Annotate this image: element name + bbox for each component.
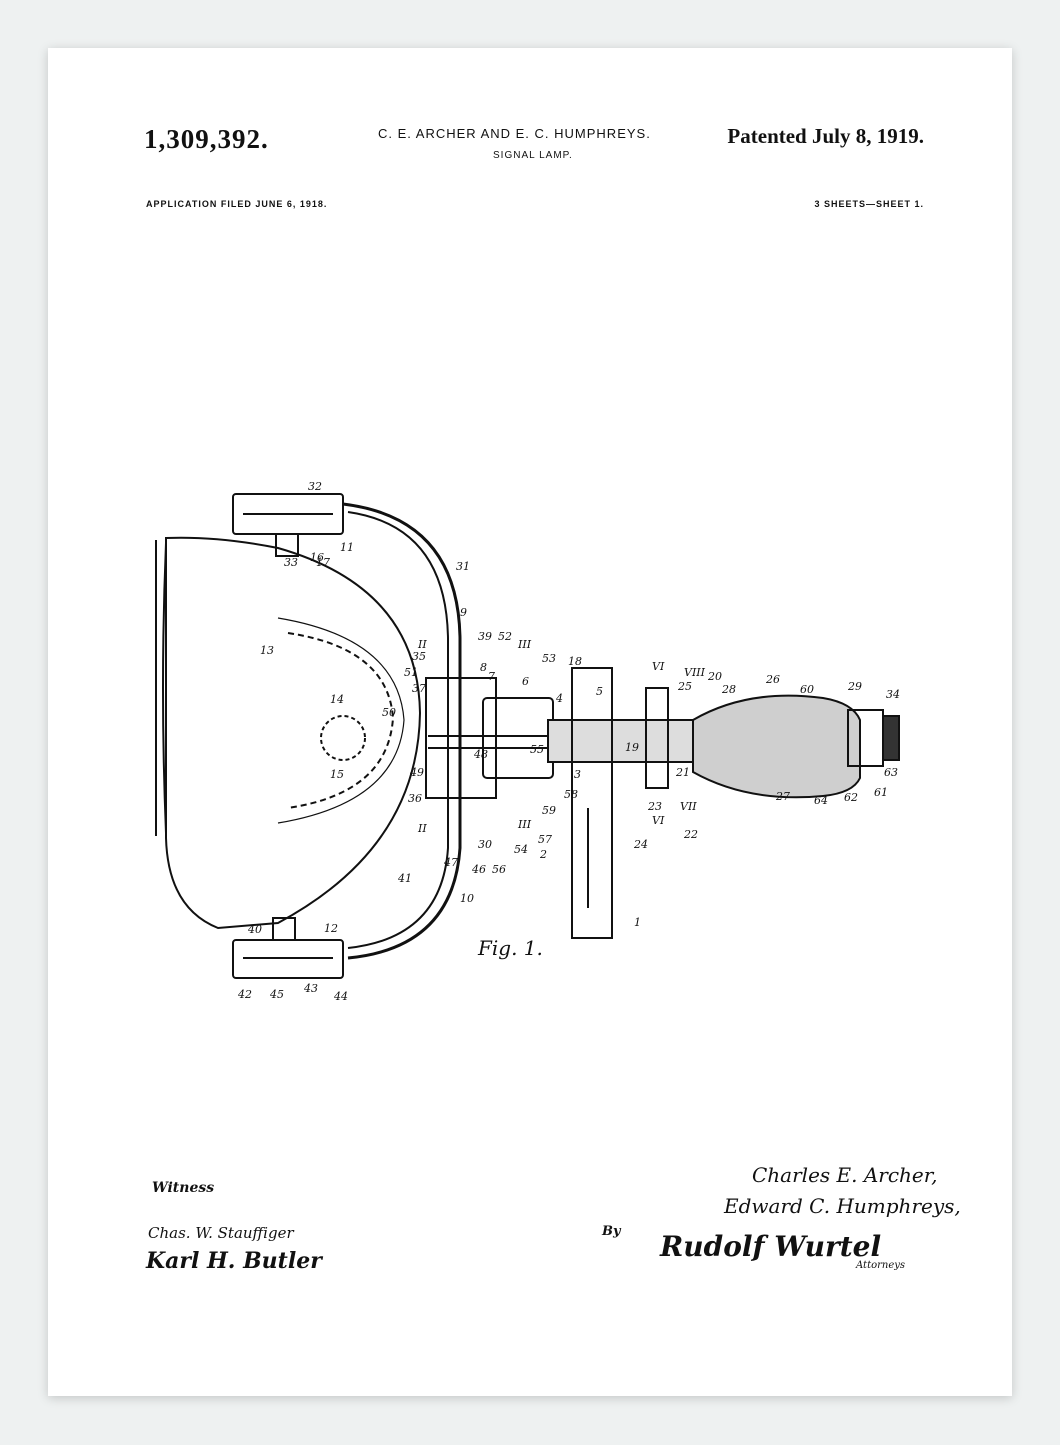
hub	[425, 677, 497, 799]
svg-text:63: 63	[884, 766, 898, 779]
attorneys-label: Attorneys	[856, 1260, 906, 1271]
lamp-housing	[165, 536, 422, 930]
patent-title: SIGNAL LAMP.	[493, 150, 573, 161]
svg-text:6: 6	[522, 675, 529, 688]
application-filed: APPLICATION FILED JUNE 6, 1918.	[146, 199, 328, 209]
svg-text:3: 3	[574, 768, 581, 781]
svg-text:III: III	[517, 638, 532, 651]
svg-text:58: 58	[564, 788, 578, 801]
lamp-rim	[155, 540, 167, 836]
svg-text:51: 51	[404, 666, 418, 679]
svg-text:52: 52	[498, 630, 512, 643]
figure-caption: Fig. 1.	[478, 936, 543, 960]
svg-text:II: II	[417, 822, 427, 835]
svg-text:VI: VI	[652, 660, 665, 673]
svg-text:25: 25	[677, 680, 692, 693]
svg-text:40: 40	[247, 923, 262, 936]
inventors-heading: C. E. ARCHER AND E. C. HUMPHREYS.	[378, 126, 651, 141]
svg-text:15: 15	[330, 768, 344, 781]
svg-text:49: 49	[409, 766, 424, 779]
svg-text:27: 27	[775, 790, 790, 803]
inventor-signature-1: Charles E. Archer,	[752, 1163, 938, 1187]
svg-text:20: 20	[707, 670, 722, 683]
svg-text:30: 30	[478, 838, 492, 851]
signal-lamp-drawing: 32 13 14 15 33 17 11 16 31 9 II 39 52 II…	[155, 480, 900, 1003]
svg-text:21: 21	[675, 766, 690, 779]
svg-text:II: II	[417, 638, 427, 651]
witness-label: Witness	[152, 1180, 215, 1196]
svg-text:VI: VI	[652, 814, 665, 827]
patented-date: Patented July 8, 1919.	[727, 124, 924, 148]
svg-text:7: 7	[488, 670, 495, 683]
svg-text:29: 29	[847, 680, 862, 693]
svg-text:59: 59	[542, 804, 556, 817]
svg-text:22: 22	[683, 828, 698, 841]
patent-sheet: 1,309,392. C. E. ARCHER AND E. C. HUMPHR…	[48, 48, 1012, 1396]
svg-text:32: 32	[308, 480, 322, 493]
vertical-post	[571, 667, 613, 939]
svg-text:56: 56	[492, 863, 506, 876]
svg-text:9: 9	[460, 606, 467, 619]
sheet-count: 3 SHEETS—SHEET 1.	[814, 199, 924, 209]
svg-text:16: 16	[310, 551, 324, 564]
svg-text:37: 37	[412, 682, 426, 695]
svg-text:39: 39	[478, 630, 492, 643]
svg-text:28: 28	[721, 683, 736, 696]
svg-text:10: 10	[460, 892, 474, 905]
svg-text:19: 19	[625, 741, 639, 754]
svg-text:61: 61	[874, 786, 888, 799]
svg-text:VIII: VIII	[684, 666, 706, 679]
svg-text:34: 34	[886, 688, 900, 701]
attorney-signature: Rudolf Wurtel	[660, 1230, 882, 1263]
patent-number: 1,309,392.	[144, 124, 269, 154]
svg-text:48: 48	[473, 748, 488, 761]
handle	[692, 694, 861, 799]
svg-text:42: 42	[237, 988, 252, 1001]
svg-text:4: 4	[555, 692, 563, 705]
svg-text:23: 23	[647, 800, 662, 813]
witness-signature-1: Chas. W. Stauffiger	[148, 1224, 294, 1242]
svg-text:64: 64	[814, 794, 828, 807]
svg-text:47: 47	[443, 856, 458, 869]
svg-text:VII: VII	[680, 800, 697, 813]
svg-text:8: 8	[480, 661, 487, 674]
svg-text:57: 57	[538, 833, 552, 846]
svg-text:43: 43	[303, 982, 318, 995]
svg-text:5: 5	[596, 685, 603, 698]
inventor-signature-2: Edward C. Humphreys,	[724, 1194, 961, 1218]
svg-text:46: 46	[471, 863, 486, 876]
svg-text:55: 55	[530, 743, 544, 756]
svg-text:35: 35	[412, 650, 426, 663]
svg-text:44: 44	[333, 990, 348, 1003]
svg-text:11: 11	[340, 541, 354, 554]
svg-text:53: 53	[542, 652, 556, 665]
by-label: By	[602, 1224, 621, 1239]
svg-text:III: III	[517, 818, 532, 831]
svg-text:1: 1	[634, 916, 641, 929]
reflector	[287, 632, 395, 809]
svg-text:18: 18	[568, 655, 582, 668]
support-arm	[342, 502, 462, 960]
svg-text:60: 60	[800, 683, 814, 696]
svg-text:26: 26	[765, 673, 780, 686]
svg-text:41: 41	[397, 872, 412, 885]
end-knob	[882, 715, 900, 761]
bulb	[320, 715, 366, 761]
svg-text:17: 17	[316, 556, 330, 569]
witness-signature-2: Karl H. Butler	[146, 1248, 322, 1274]
svg-text:14: 14	[330, 693, 344, 706]
svg-text:2: 2	[539, 848, 547, 861]
svg-text:54: 54	[514, 843, 528, 856]
svg-text:31: 31	[456, 560, 470, 573]
svg-text:45: 45	[269, 988, 284, 1001]
svg-text:12: 12	[324, 922, 338, 935]
svg-text:36: 36	[408, 792, 422, 805]
svg-text:24: 24	[633, 838, 648, 851]
svg-text:62: 62	[844, 791, 858, 804]
svg-text:13: 13	[260, 644, 274, 657]
svg-text:50: 50	[382, 706, 396, 719]
svg-text:33: 33	[284, 556, 298, 569]
